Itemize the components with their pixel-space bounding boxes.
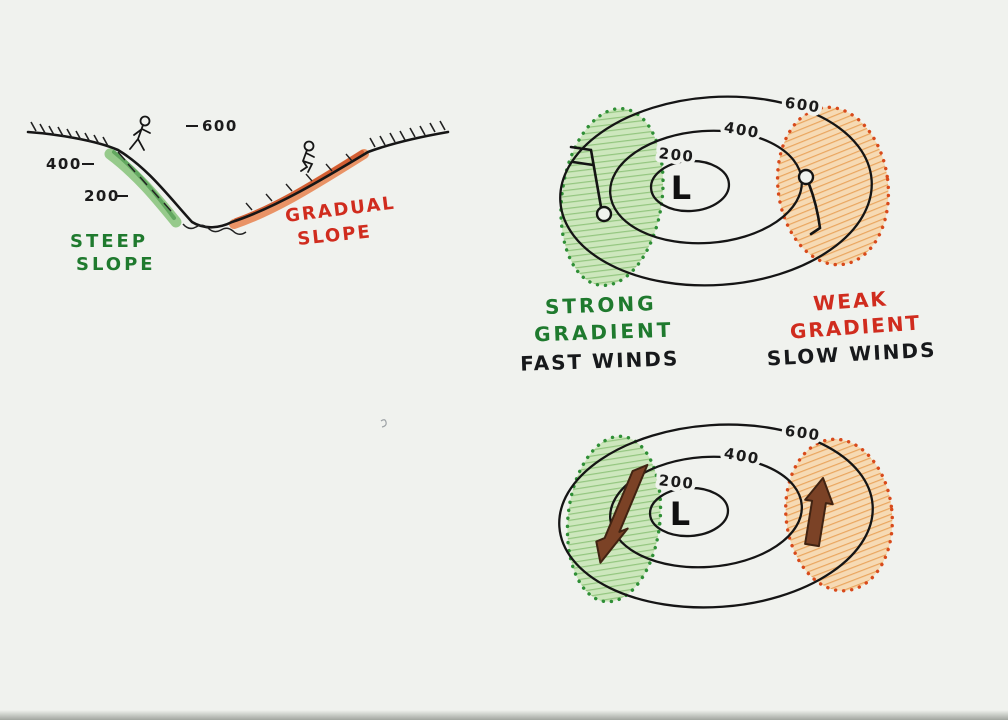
steep-slope-hatch xyxy=(117,151,172,212)
terrain-line xyxy=(26,130,450,229)
steep-slope-green-shading-dark xyxy=(112,150,176,220)
gradual-slope-label-line2: SLOPE xyxy=(296,221,372,250)
isobar-600 xyxy=(558,423,874,609)
weak-gradient-zone xyxy=(783,437,895,593)
isobar-400 xyxy=(609,455,803,569)
steep-slope-label-line2: SLOPE xyxy=(76,254,156,275)
slope-diagram: 600 400 200 STEEP SLOPE GRADUAL SLOPE xyxy=(26,115,450,275)
fast-winds-caption: FAST WINDS xyxy=(520,346,680,376)
wind-barb-weak xyxy=(797,168,822,236)
station-circle xyxy=(595,205,613,223)
stick-figure-body xyxy=(300,149,315,173)
valley-bottom-scribble xyxy=(182,223,247,235)
fast-wind-arrow xyxy=(595,463,649,564)
steep-slope-label-line1: STEEP xyxy=(70,231,148,252)
stray-pencil-mark xyxy=(380,419,387,428)
wind-barb-staff xyxy=(807,182,822,236)
pressure-map-bottom: 600 400 200 L xyxy=(558,418,895,609)
stick-figure-head xyxy=(303,140,315,152)
stick-figure-body xyxy=(129,124,151,151)
station-circle xyxy=(797,168,815,186)
weak-gradient-zone xyxy=(775,105,891,267)
strong-gradient-caption-line2: GRADIENT xyxy=(534,318,674,347)
scan-shadow xyxy=(0,710,1008,720)
slow-wind-arrow xyxy=(804,477,834,548)
wind-barb-staff xyxy=(569,145,603,209)
grass-hatch-left xyxy=(30,121,109,147)
stick-figure-head xyxy=(139,115,151,127)
elevation-label-600: 600 xyxy=(202,117,238,135)
contour-label-600: 600 xyxy=(784,422,822,445)
gradual-slope-hatch xyxy=(245,153,353,211)
stick-figure-sitting xyxy=(300,140,315,173)
pressure-map-top: 600 400 200 L xyxy=(559,90,891,288)
contour-label-200: 200 xyxy=(658,471,695,493)
wind-barb-strong xyxy=(569,145,613,223)
steep-slope-green-shading xyxy=(104,148,182,228)
low-pressure-label: L xyxy=(671,169,691,207)
elevation-label-400: 400 xyxy=(46,155,82,173)
contour-label-600: 600 xyxy=(784,94,822,117)
stick-figure-climbing xyxy=(129,115,151,151)
low-pressure-label: L xyxy=(670,495,690,533)
contour-label-400: 400 xyxy=(723,118,761,142)
isobar-200 xyxy=(648,486,730,538)
contour-label-200: 200 xyxy=(658,144,695,166)
grass-hatch-right xyxy=(369,120,446,148)
isobar-200 xyxy=(649,159,731,213)
gradient-captions: STRONG GRADIENT FAST WINDS WEAK GRADIENT… xyxy=(520,286,937,375)
weak-gradient-caption-line1: WEAK xyxy=(812,286,888,315)
isobar-600 xyxy=(559,95,873,287)
strong-gradient-caption-line1: STRONG xyxy=(545,291,657,319)
contour-label-400: 400 xyxy=(723,444,761,468)
elevation-label-200: 200 xyxy=(84,187,120,205)
